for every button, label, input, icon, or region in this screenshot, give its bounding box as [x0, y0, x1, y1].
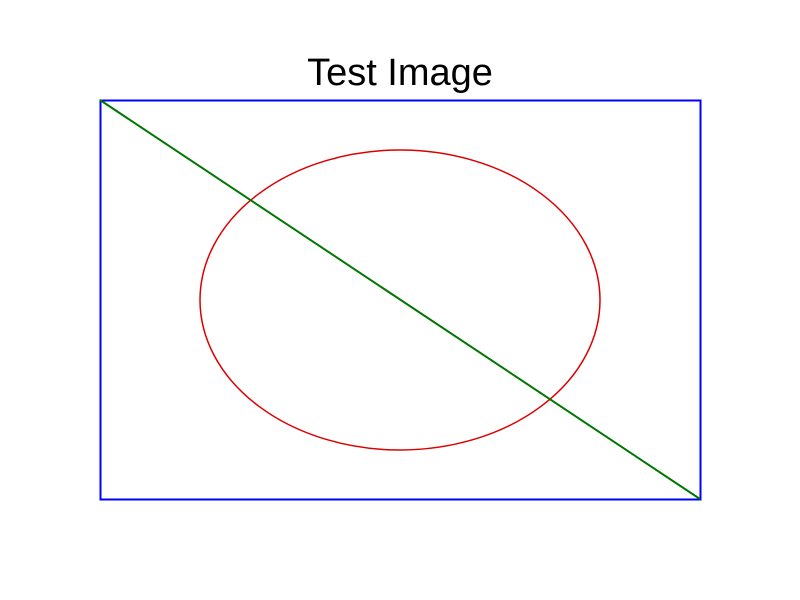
- blue-rectangle: [99, 99, 702, 501]
- page-title: Test Image: [307, 52, 493, 94]
- green-diagonal-line: [99, 99, 701, 500]
- red-ellipse: [199, 149, 601, 451]
